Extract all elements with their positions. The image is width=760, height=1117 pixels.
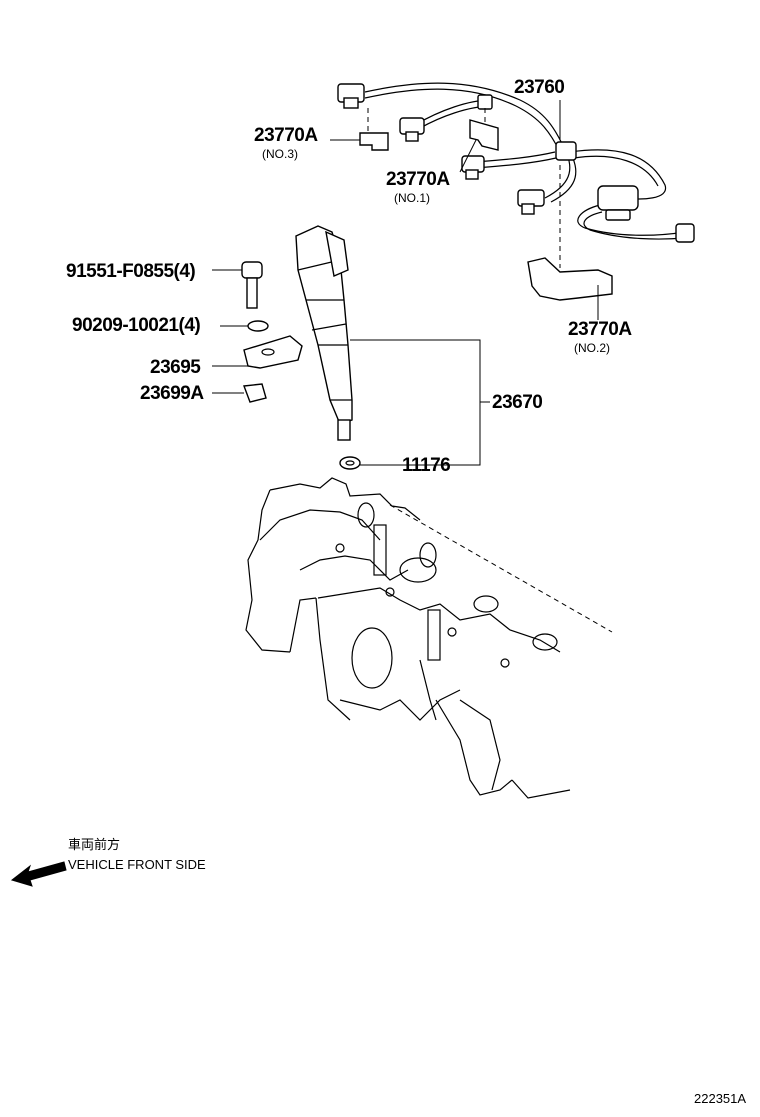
direction-label-en: VEHICLE FRONT SIDE (68, 857, 206, 872)
label-91551: 91551-F0855(4) (66, 261, 196, 282)
label-23699a: 23699A (140, 383, 204, 404)
clamp-no1 (469, 108, 499, 151)
label-11176: 11176 (402, 455, 451, 476)
injector-assembly (295, 225, 353, 441)
figure-id: 222351A (694, 1091, 747, 1106)
direction-label-jp: 車両前方 (68, 837, 121, 852)
label-23770a-no3: 23770A (254, 125, 318, 146)
arrow-left-down-icon (10, 861, 67, 887)
label-no2: (NO.2) (574, 341, 610, 355)
injector-clamp (243, 335, 303, 369)
leader-lines (212, 100, 599, 466)
clamp-no2 (527, 165, 613, 301)
clamp-no3 (359, 108, 389, 151)
label-no1: (NO.1) (394, 191, 430, 205)
label-90209: 90209-10021(4) (72, 315, 201, 336)
label-23770a-no1: 23770A (386, 169, 450, 190)
label-23760: 23760 (514, 77, 565, 98)
nut (243, 383, 267, 403)
cylinder-head (245, 477, 613, 799)
label-23695: 23695 (150, 357, 201, 378)
label-23670: 23670 (492, 392, 543, 413)
bolt (241, 261, 263, 309)
wire-harness (337, 82, 695, 243)
label-23770a-no2: 23770A (568, 319, 632, 340)
washer (247, 320, 269, 332)
label-no3: (NO.3) (262, 147, 298, 161)
gasket (339, 456, 361, 470)
